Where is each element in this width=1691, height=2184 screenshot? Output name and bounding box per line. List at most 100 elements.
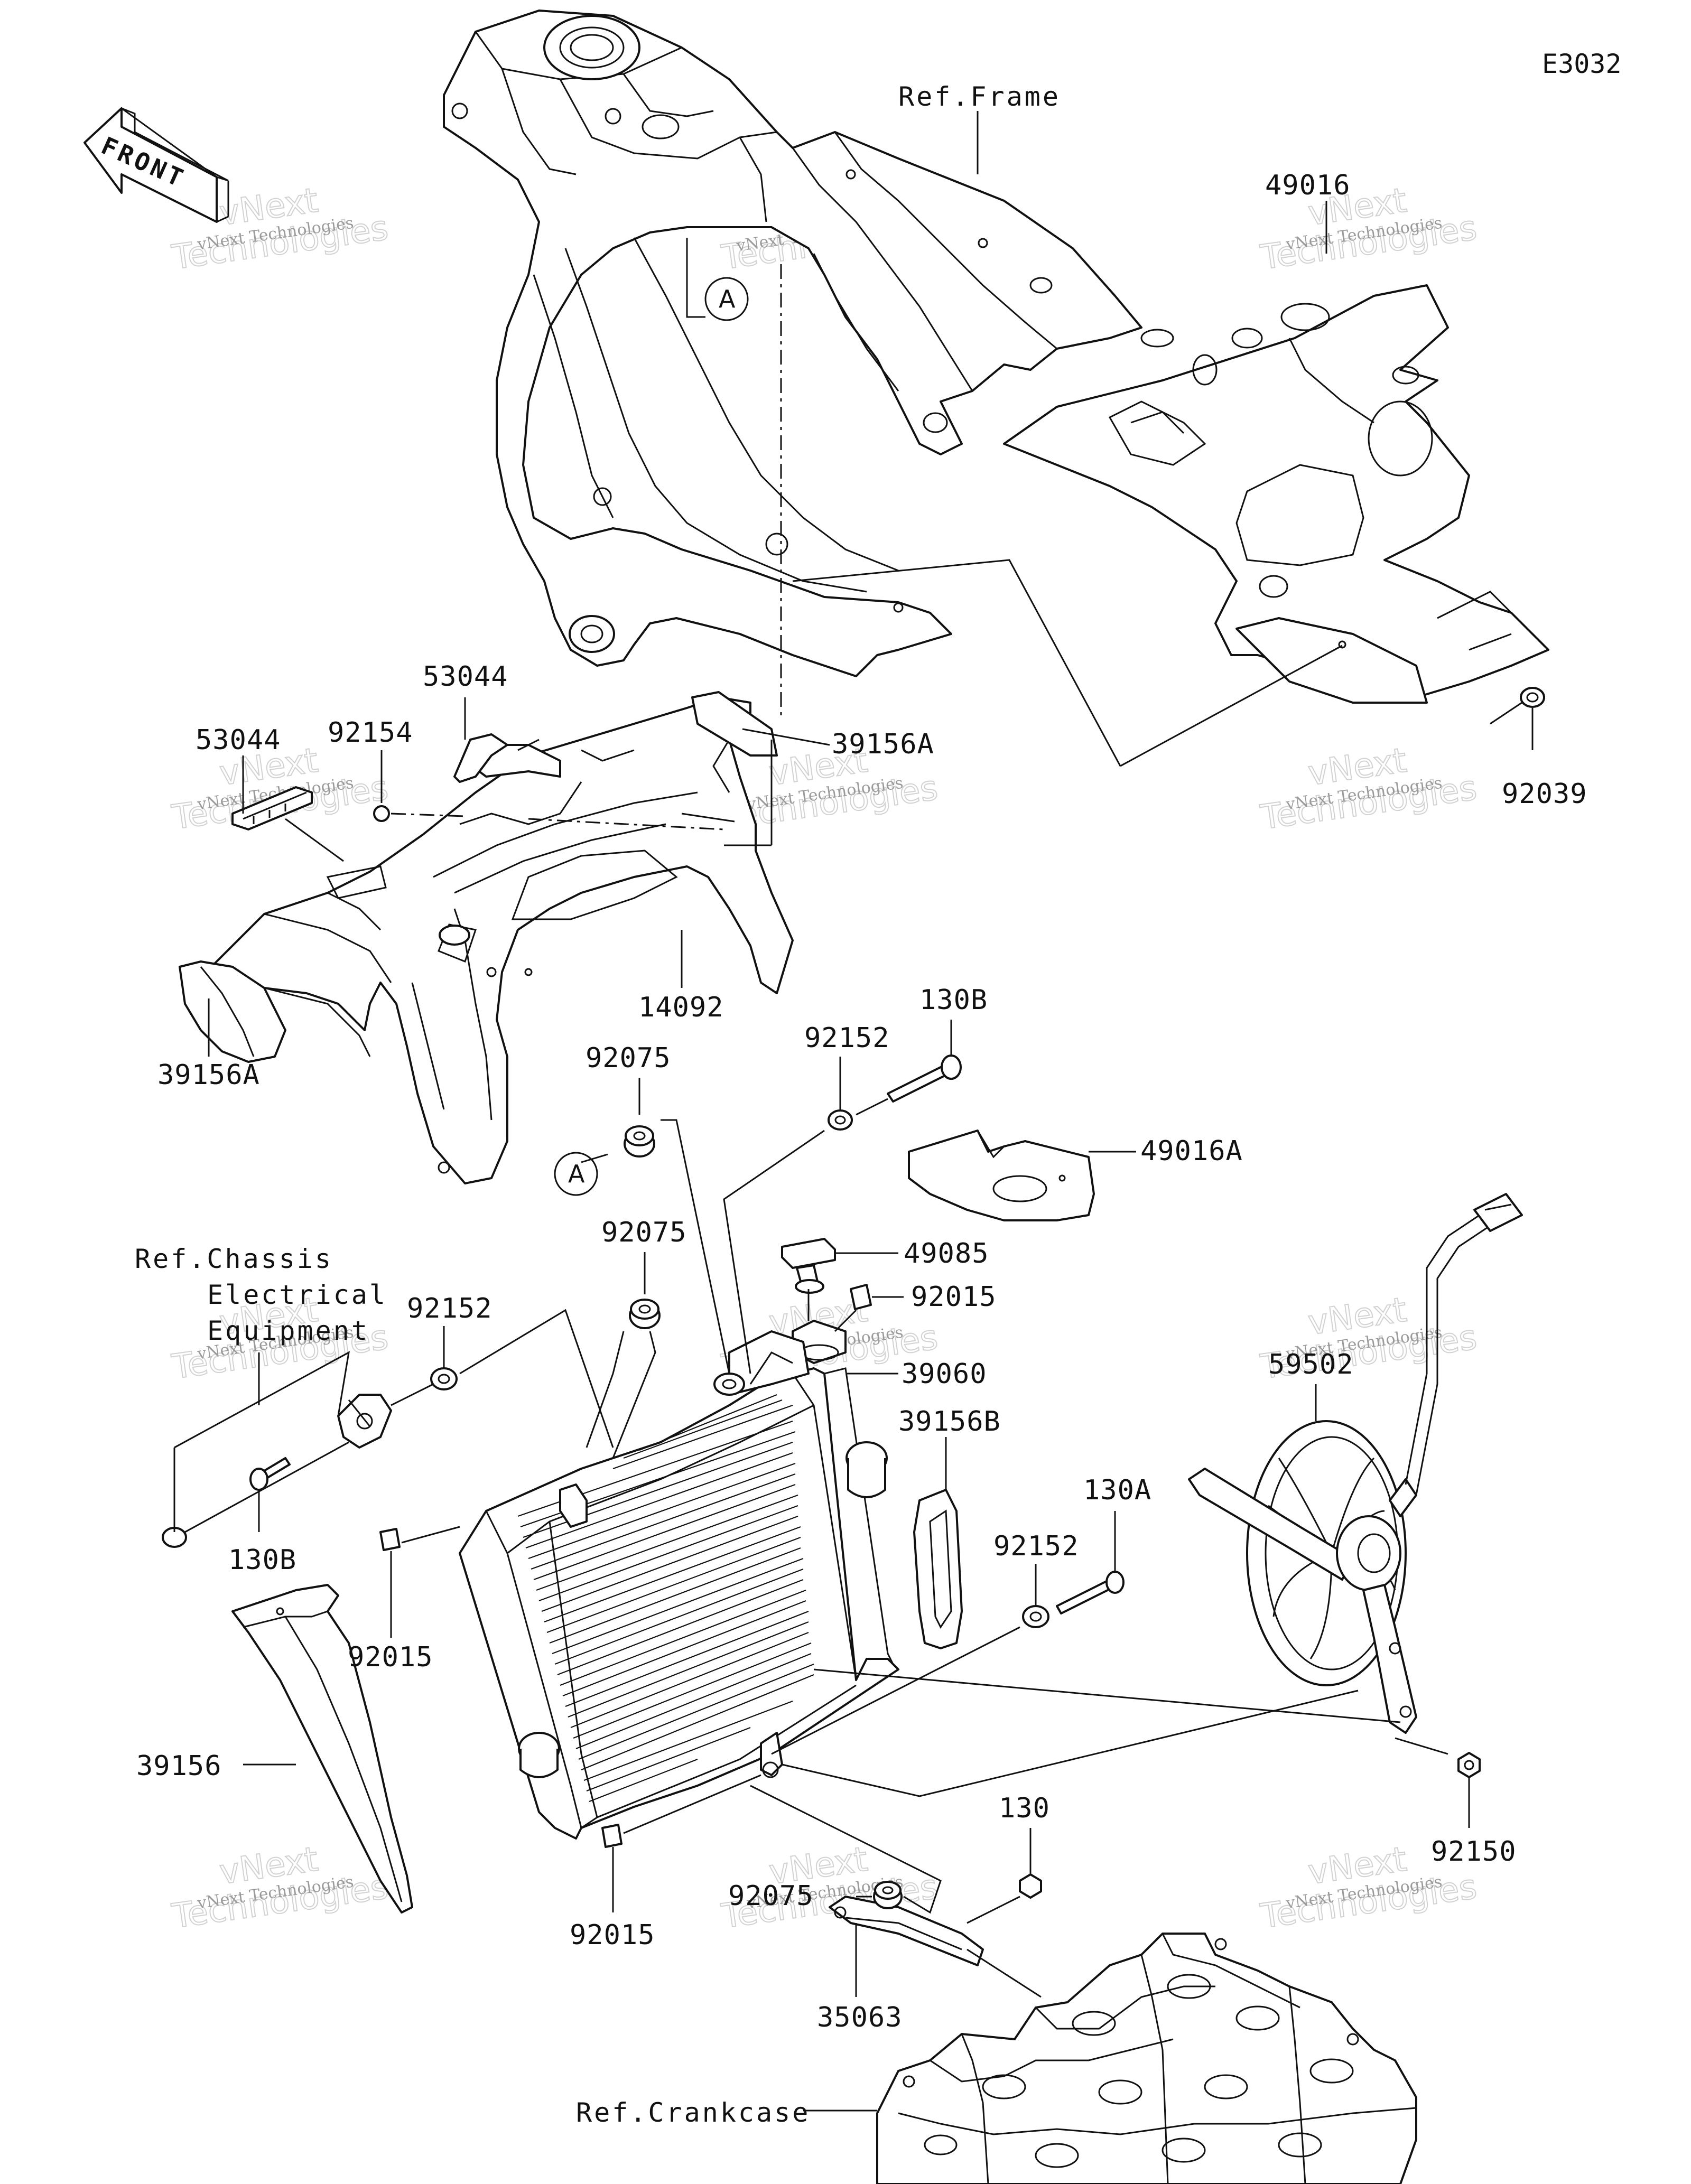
part-label: 92015	[570, 1919, 655, 1951]
clip-92015-top	[850, 1284, 872, 1310]
grommet-92075-lower	[873, 1881, 903, 1909]
leader-line	[856, 1098, 888, 1116]
leader-line	[661, 1119, 730, 1374]
part-number-labels: 49016 53044 92154 53044 39156A 92039 391…	[136, 170, 1587, 2033]
part-label: 92154	[328, 717, 413, 749]
part-label: 92039	[1502, 778, 1587, 810]
radiator-39060	[459, 1320, 899, 1840]
part-label: 92152	[804, 1022, 890, 1054]
leader-line	[771, 1626, 1020, 1755]
part-label: 39156A	[832, 729, 934, 760]
leader-line	[681, 813, 735, 823]
leader-line	[1395, 1737, 1448, 1755]
front-arrow-icon: FRONT	[83, 107, 229, 223]
clip-92015-left	[379, 1528, 401, 1551]
deflector-39156a-left	[179, 960, 371, 1063]
part-92039-clip	[1520, 687, 1545, 708]
ref-marker-a: A	[554, 1152, 598, 1196]
heat-shield-49016	[1003, 284, 1549, 704]
plate-49016a	[908, 1130, 1095, 1221]
collar-92152-top	[828, 1109, 853, 1131]
leader-line	[1490, 702, 1522, 725]
nut-92150	[1457, 1752, 1481, 1778]
grommet-92075-upper	[624, 1125, 655, 1158]
leader-line	[834, 1309, 857, 1332]
part-label: 39060	[902, 1358, 987, 1390]
part-label: 53044	[196, 724, 281, 756]
leader-line	[792, 559, 1121, 767]
part-label: 14092	[638, 992, 724, 1023]
part-label: 130	[999, 1793, 1050, 1824]
part-label: 39156A	[157, 1059, 260, 1091]
leader-line	[813, 1668, 1401, 1723]
crankcase-drawing	[876, 1933, 1417, 2184]
leader-line	[391, 1383, 434, 1406]
air-duct-14092	[210, 691, 794, 1184]
centerline	[391, 813, 466, 817]
part-label: 92015	[348, 1641, 433, 1673]
part-label: 92152	[993, 1530, 1079, 1562]
part-label: 39156B	[898, 1406, 1001, 1438]
duct-39156b	[913, 1489, 963, 1649]
leader-line	[586, 1331, 625, 1448]
part-label: 130A	[1083, 1474, 1151, 1506]
part-label: 49016A	[1140, 1135, 1243, 1167]
leader-line	[623, 1774, 761, 1834]
part-label: 130B	[919, 984, 988, 1016]
part-label: 49016	[1265, 170, 1351, 201]
part-label: 92075	[601, 1217, 687, 1248]
diagram-code: E3032	[1542, 49, 1622, 79]
part-label: 49085	[904, 1238, 989, 1270]
frame-drawing	[443, 10, 1142, 677]
part-label: 130B	[228, 1544, 296, 1576]
leader-line	[750, 1785, 942, 1914]
leader-line	[742, 728, 830, 746]
svg-text:A: A	[719, 285, 736, 313]
part-label: 92075	[586, 1042, 671, 1074]
bolt-92154	[373, 805, 390, 822]
clip-53044-left	[231, 786, 313, 830]
leader-line	[285, 818, 344, 862]
part-label: 59502	[1268, 1349, 1354, 1380]
radiator-cap-49085	[781, 1238, 836, 1294]
collar-92152-left	[430, 1367, 458, 1390]
leader-line	[612, 1331, 656, 1459]
part-label: 35063	[817, 2002, 903, 2033]
leader-line	[401, 1526, 460, 1544]
ref-marker-a: A	[704, 277, 749, 321]
leader-line	[459, 1309, 614, 1448]
ref-chassis-label: Equipment	[207, 1315, 369, 1346]
svg-text:A: A	[568, 1160, 585, 1188]
ref-crankcase-label: Ref.Crankcase	[576, 2097, 810, 2128]
bolt-130a	[1056, 1571, 1125, 1614]
leader-line	[686, 238, 705, 318]
ref-chassis-label: Ref.Chassis	[135, 1244, 333, 1274]
part-label: 39156	[136, 1750, 222, 1782]
leader-line	[723, 1130, 825, 1374]
grommet-92075-middle	[629, 1299, 661, 1329]
leader-line	[967, 1896, 1020, 1924]
part-label: 92015	[911, 1281, 997, 1313]
leader-line	[581, 1153, 608, 1163]
part-label: 53044	[423, 661, 508, 693]
fan-59502	[1188, 1193, 1523, 1734]
bolt-130b-left	[249, 1457, 291, 1491]
bolt-130	[1019, 1873, 1042, 1899]
centerline	[528, 818, 724, 830]
clip-53044-right	[453, 733, 508, 783]
part-label: 92075	[728, 1880, 814, 1912]
part-label: 92150	[1431, 1836, 1517, 1868]
watermark: vNext Technologies vNext Technologies	[169, 1840, 391, 1937]
electrical-component	[162, 1394, 392, 1548]
ref-chassis-label: Electrical	[207, 1280, 387, 1310]
collar-92152-right	[1022, 1605, 1049, 1628]
leader-line	[782, 1690, 1359, 1797]
leader-line	[184, 1441, 349, 1533]
leader-line	[174, 1351, 350, 1449]
watermark: vNext Technologies vNext Technologies	[1258, 741, 1480, 838]
bolt-130b-top	[887, 1054, 962, 1103]
cover-39156	[231, 1584, 413, 1914]
leader-line	[1120, 645, 1343, 767]
clip-92015-bottom	[601, 1824, 622, 1848]
